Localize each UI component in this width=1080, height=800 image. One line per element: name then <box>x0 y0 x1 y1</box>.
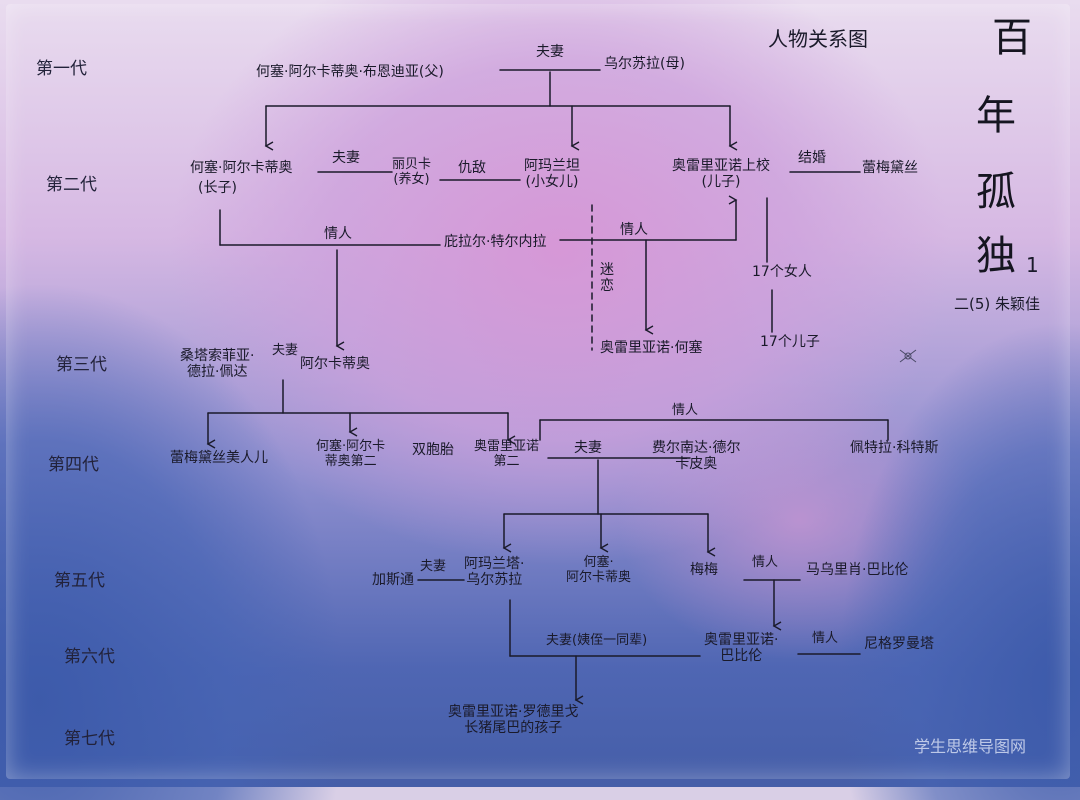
person-colonel-note: (儿子) <box>701 174 741 191</box>
book-title-char-1: 百 <box>992 15 1032 61</box>
person-au2-l1: 奥雷里亚诺 <box>474 439 540 454</box>
book-title-char-4: 独 <box>976 233 1016 279</box>
person-gaston: 加斯通 <box>372 572 414 588</box>
blue-wash-left <box>0 180 460 800</box>
person-aureliano-babilonia: 奥雷里亚诺· 巴比伦 <box>704 632 778 664</box>
book-title-char-3: 孤 <box>976 169 1016 215</box>
person-ja3-l1: 何塞· <box>583 555 614 570</box>
rel-couple-gen5: 夫妻 <box>420 559 447 574</box>
rel-spouse-gen1: 夫妻 <box>536 44 564 60</box>
person-nigromanta: 尼格罗曼塔 <box>864 636 934 652</box>
person-fernanda: 费尔南达·德尔 卡皮奥 <box>652 440 740 472</box>
rel-lover-petra: 情人 <box>672 403 699 418</box>
rel-lover-pilar-right: 情人 <box>620 222 648 238</box>
person-santa-sofia-l1: 桑塔索菲亚· <box>180 348 255 364</box>
person-seventeen-sons: 17个儿子 <box>760 334 820 350</box>
person-gen7-l2: 长猪尾巴的孩子 <box>464 720 563 737</box>
person-amaranta-ursula-l2: 乌尔苏拉 <box>466 572 523 589</box>
person-amaranta: 阿玛兰坦 (小女儿) <box>524 158 580 190</box>
person-ja2-l2: 蒂奥第二 <box>324 453 377 469</box>
person-santa-sofia: 桑塔索菲亚· 德拉·佩达 <box>180 348 254 380</box>
watermark: 学生思维导图网 <box>914 737 1027 756</box>
rel-enemy: 仇敌 <box>458 160 486 176</box>
flower-doodle <box>899 349 917 363</box>
gen-label-1: 第一代 <box>36 59 87 79</box>
person-fernanda-l1: 费尔南达·德尔 <box>652 440 741 456</box>
person-gen7-l1: 奥雷里亚诺·罗德里戈 <box>448 704 579 720</box>
gen-label-7: 第七代 <box>64 729 115 749</box>
person-amaranta-ursula: 阿玛兰塔· 乌尔苏拉 <box>464 556 524 588</box>
rel-spouse-gen2: 夫妻 <box>332 150 360 166</box>
gen-label-3: 第三代 <box>56 355 107 375</box>
gen-label-6: 第六代 <box>64 647 115 667</box>
person-ja2-l1: 何塞·阿尔卡 <box>316 439 386 454</box>
person-aureliano-babilonia-l2: 巴比伦 <box>720 648 763 665</box>
person-amaranta-note: (小女儿) <box>525 174 579 191</box>
person-fernanda-l2: 卡皮奥 <box>675 456 718 473</box>
rel-lover-meme: 情人 <box>752 555 779 570</box>
person-ursula: 乌尔苏拉(母) <box>604 56 685 72</box>
blue-wash-right <box>820 300 1080 800</box>
person-seventeen-women: 17个女人 <box>752 264 812 280</box>
person-jose-arcadio-son-note: (长子) <box>198 180 237 196</box>
gen-label-2: 第二代 <box>46 175 97 195</box>
person-jose-arcadio-buendia: 何塞·阿尔卡蒂奥·布恩迪亚(父) <box>256 64 444 80</box>
book-title-mark: 1 <box>1026 253 1039 277</box>
rel-marry-gen2: 结婚 <box>798 150 826 166</box>
person-mauricio: 马乌里肖·巴比伦 <box>806 562 909 578</box>
person-twins: 双胞胎 <box>412 442 454 458</box>
person-remedios: 蕾梅黛丝 <box>862 160 918 176</box>
person-colonel-name: 奥雷里亚诺上校 <box>672 158 770 174</box>
person-amaranta-name: 阿玛兰坦 <box>524 158 580 174</box>
person-amaranta-ursula-l1: 阿玛兰塔· <box>464 556 525 572</box>
gen-label-5: 第五代 <box>54 571 105 591</box>
person-santa-sofia-l2: 德拉·佩达 <box>187 364 248 381</box>
person-au2-l2: 第二 <box>493 453 520 469</box>
rel-couple-gen6: 夫妻(姨侄一同辈) <box>546 633 648 648</box>
book-title-char-2: 年 <box>976 93 1016 139</box>
person-rebeca-name: 丽贝卡 <box>392 157 432 172</box>
person-ja2: 何塞·阿尔卡 蒂奥第二 <box>316 439 386 470</box>
person-aureliano-babilonia-l1: 奥雷里亚诺· <box>704 632 779 648</box>
rel-couple-santa-sofia: 夫妻 <box>272 343 299 358</box>
person-gen7: 奥雷里亚诺·罗德里戈 长猪尾巴的孩子 <box>448 704 578 736</box>
person-meme: 梅梅 <box>690 562 718 578</box>
author-label: 二(5) 朱颖佳 <box>954 295 1041 313</box>
person-rebeca-note: (养女) <box>393 171 430 187</box>
gen-label-4: 第四代 <box>48 455 99 475</box>
rel-lover-pilar-left: 情人 <box>324 226 352 242</box>
person-au2: 奥雷里亚诺 第二 <box>474 439 540 470</box>
person-ja3-l2: 阿尔卡蒂奥 <box>566 569 632 585</box>
person-petra: 佩特拉·科特斯 <box>850 440 939 456</box>
rel-couple-gen4: 夫妻 <box>574 440 602 456</box>
person-aureliano-jose: 奥雷里亚诺·何塞 <box>600 340 703 356</box>
person-colonel-aureliano: 奥雷里亚诺上校 (儿子) <box>672 158 770 190</box>
person-pilar: 庇拉尔·特尔内拉 <box>444 234 547 250</box>
rel-unrequited: 迷恋 <box>600 262 614 295</box>
rel-lover-nigromanta: 情人 <box>812 631 839 646</box>
person-remedios-beauty: 蕾梅黛丝美人儿 <box>170 450 268 466</box>
diagram-title: 人物关系图 <box>768 27 868 51</box>
person-arcadio: 阿尔卡蒂奥 <box>300 356 370 372</box>
person-rebeca: 丽贝卡 (养女) <box>392 157 432 188</box>
person-jose-arcadio-son: 何塞·阿尔卡蒂奥 <box>190 160 293 176</box>
person-ja3: 何塞· 阿尔卡蒂奥 <box>566 555 632 586</box>
